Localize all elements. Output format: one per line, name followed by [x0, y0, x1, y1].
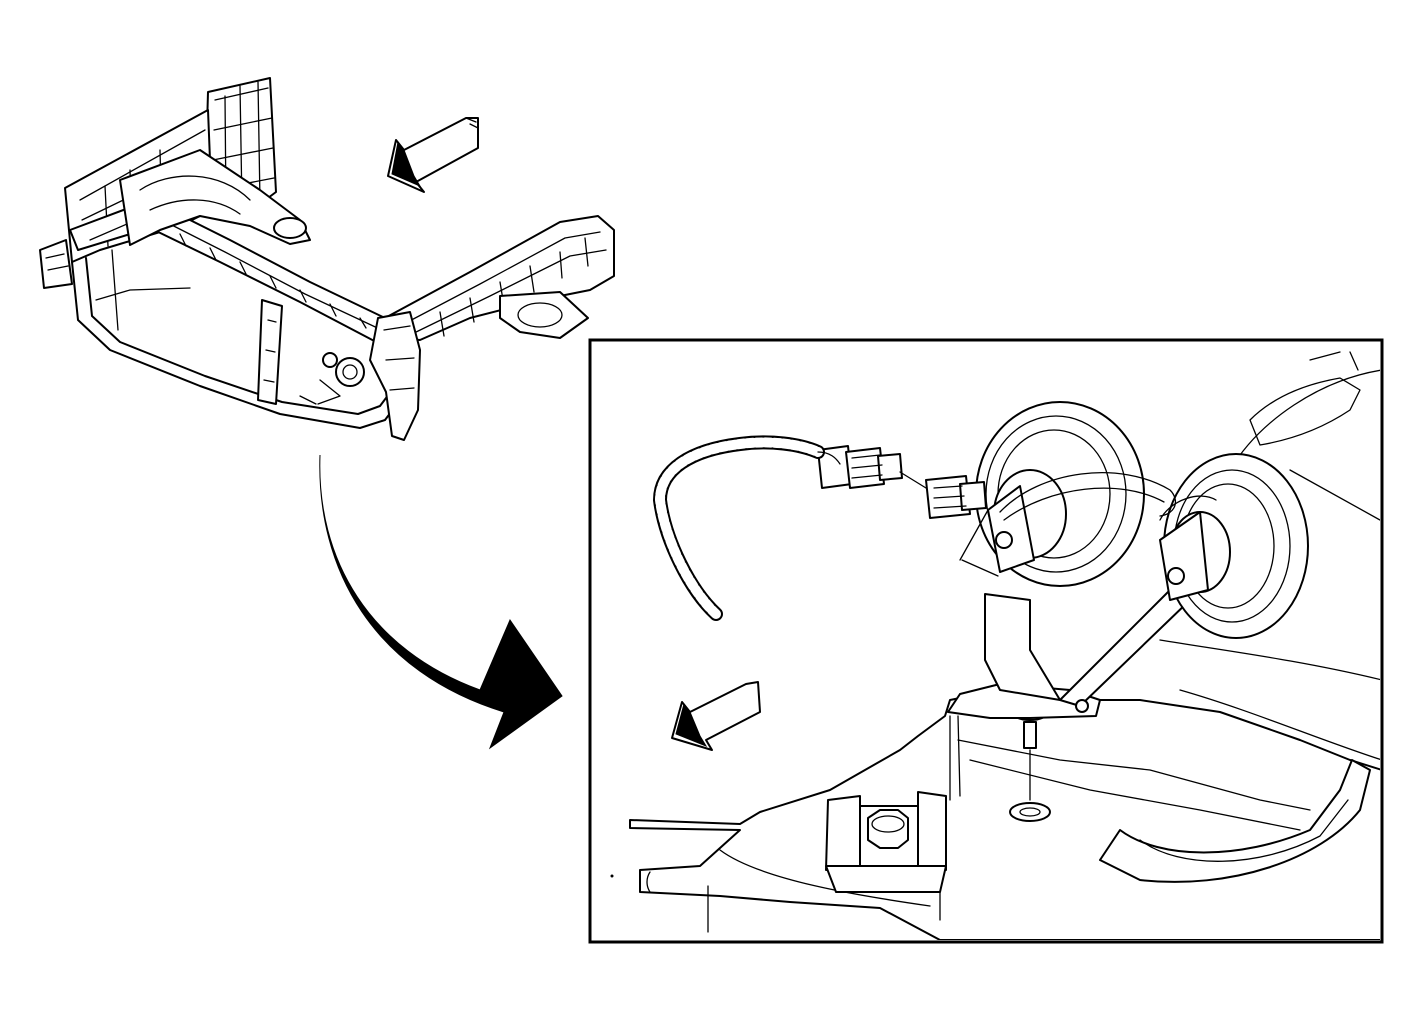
right-horn: [1159, 453, 1309, 639]
wire-harness: [652, 435, 841, 621]
callout-detail-box: [588, 338, 1384, 944]
retainer-clip-nut: [825, 791, 947, 893]
radiator-support-overview: [39, 77, 615, 441]
horn-mounting-bracket: [947, 589, 1191, 801]
callout-forward-arrow-icon: [671, 681, 761, 751]
front-of-vehicle-arrow-icon: [387, 117, 479, 193]
curved-callout-arrow-icon: [319, 454, 563, 750]
horn-electrical-connector: [817, 445, 987, 519]
